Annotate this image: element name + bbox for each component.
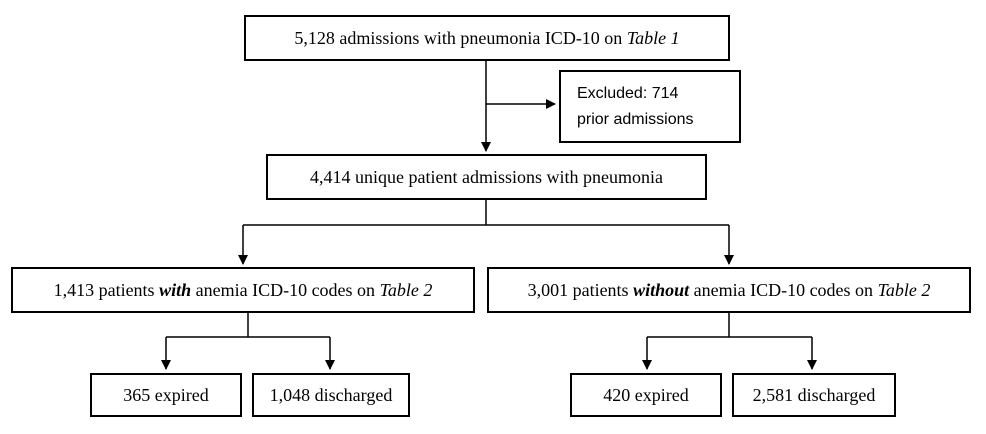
node-with-anemia-bold: with — [159, 279, 192, 300]
node-with-anemia-table-ref: Table 2 — [379, 279, 433, 300]
node-with-discharged: 1,048 discharged — [252, 373, 410, 417]
node-without-discharged-text: 2,581 discharged — [752, 384, 876, 405]
node-with-discharged-text: 1,048 discharged — [269, 384, 393, 405]
node-with-anemia: 1,413 patients with anemia ICD-10 codes … — [11, 267, 475, 313]
node-with-anemia-pre: 1,413 patients — [53, 279, 160, 300]
node-without-anemia-table-ref: Table 2 — [877, 279, 931, 300]
node-without-discharged: 2,581 discharged — [732, 373, 896, 417]
node-pneumonia-admissions-table-ref: Table 1 — [626, 27, 680, 48]
node-with-expired: 365 expired — [90, 373, 242, 417]
node-excluded-line1: Excluded: 714 — [577, 84, 679, 102]
node-unique-admissions: 4,414 unique patient admissions with pne… — [266, 154, 707, 200]
node-unique-admissions-text: 4,414 unique patient admissions with pne… — [310, 166, 663, 187]
node-with-expired-text: 365 expired — [123, 384, 209, 405]
node-excluded: Excluded: 714 prior admissions — [559, 70, 741, 143]
node-without-anemia-mid: anemia ICD-10 codes on — [689, 279, 878, 300]
node-without-anemia: 3,001 patients without anemia ICD-10 cod… — [487, 267, 971, 313]
node-pneumonia-admissions: 5,128 admissions with pneumonia ICD-10 o… — [244, 15, 730, 61]
node-excluded-line2: prior admissions — [577, 110, 694, 128]
node-with-anemia-mid: anemia ICD-10 codes on — [191, 279, 380, 300]
node-without-expired-text: 420 expired — [603, 384, 689, 405]
node-without-anemia-pre: 3,001 patients — [527, 279, 634, 300]
node-pneumonia-admissions-text: 5,128 admissions with pneumonia ICD-10 o… — [294, 27, 627, 48]
node-without-anemia-bold: without — [633, 279, 690, 300]
node-without-expired: 420 expired — [570, 373, 722, 417]
